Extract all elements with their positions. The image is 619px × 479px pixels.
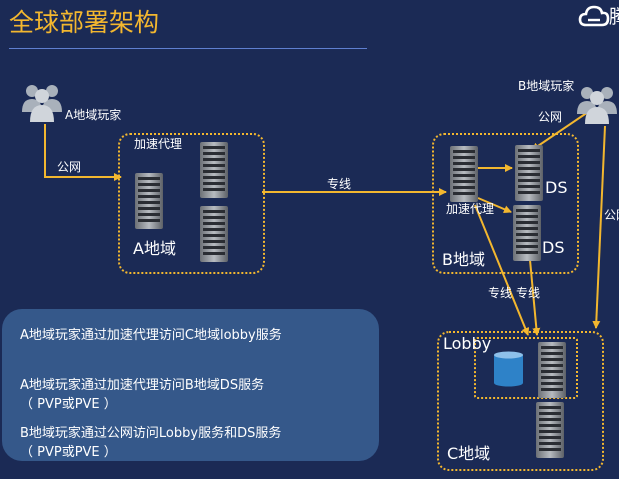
- description-line-1: A地域玩家通过加速代理访问C地域lobby服务: [20, 328, 282, 343]
- private-line-3-label: 专线: [516, 286, 541, 300]
- lobby-label: Lobby: [443, 334, 492, 353]
- lobby-server-icon: [538, 342, 566, 398]
- region-a-box: [118, 133, 265, 274]
- public-net-b-label: 公网: [538, 110, 563, 124]
- proxy-a-server-icon: [200, 142, 228, 198]
- region-a-server-icon: [135, 173, 163, 229]
- ds-1-label: DS: [545, 178, 568, 197]
- public-net-b-to-lobby-arrow: [592, 125, 606, 329]
- description-box: [2, 309, 379, 461]
- cloud-logo-icon: [578, 5, 610, 27]
- ds-1-server-icon: [515, 145, 543, 201]
- region-a-server-icon-2: [200, 206, 228, 262]
- private-line-2-label: 专线: [488, 286, 513, 300]
- description-line-2: A地域玩家通过加速代理访问B地域DS服务: [20, 378, 265, 393]
- proxy-b-server-icon: [450, 146, 478, 202]
- public-net-a-arrow: [44, 124, 122, 181]
- title-underline: [9, 48, 367, 49]
- player-a-label: A地域玩家: [65, 108, 122, 122]
- region-c-server-icon: [536, 402, 564, 458]
- page-title: 全球部署架构: [9, 8, 160, 37]
- region-c-box: [437, 331, 604, 471]
- ds-2-label: DS: [542, 238, 565, 257]
- accel-proxy-b-label: 加速代理: [446, 202, 495, 216]
- public-net-b-to-ds-arrow: [531, 107, 595, 151]
- description-line-3: （ PVP或PVE ）: [20, 397, 117, 412]
- private-line-b-to-lobby-arrow-1: [474, 204, 530, 336]
- proxy-to-ds2-arrow: [477, 197, 512, 213]
- player-a-icon: [22, 85, 62, 122]
- private-line-b-to-lobby-arrow-2: [529, 259, 541, 336]
- logo-text: 腾: [609, 6, 619, 28]
- description-line-4: B地域玩家通过公网访问Lobby服务和DS服务: [20, 426, 282, 441]
- public-net-right-label: 公网: [604, 208, 619, 222]
- region-a-label: A地域: [133, 239, 176, 258]
- region-b-label: B地域: [442, 250, 485, 269]
- private-line-1-label: 专线: [327, 177, 352, 191]
- public-net-a-label: 公网: [57, 160, 82, 174]
- player-b-label: B地域玩家: [518, 79, 575, 93]
- region-c-label: C地域: [447, 444, 491, 463]
- accel-proxy-a-label: 加速代理: [134, 137, 183, 151]
- description-line-5: （ PVP或PVE ）: [20, 445, 117, 460]
- player-b-icon: [577, 87, 617, 124]
- region-b-box: [432, 133, 579, 274]
- lobby-box: [474, 337, 578, 399]
- ds-2-server-icon: [513, 205, 541, 261]
- lobby-database-icon: [494, 351, 523, 387]
